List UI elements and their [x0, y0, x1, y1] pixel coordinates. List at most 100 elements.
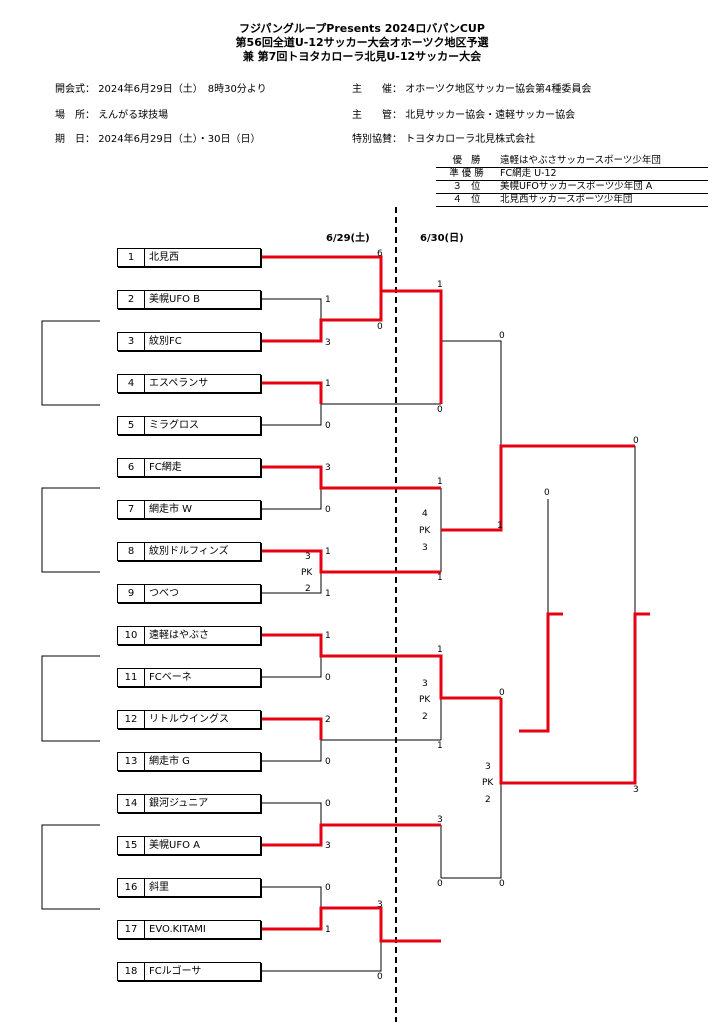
score: 0: [325, 673, 331, 683]
pairing-bracket: [41, 824, 100, 910]
score: 0: [325, 883, 331, 893]
score: 1: [437, 741, 443, 751]
winner-line: [261, 291, 383, 343]
loser-line: [261, 488, 322, 510]
score: 0: [377, 322, 383, 332]
standing-row: ４ 位北見西サッカースポーツ少年団: [436, 194, 708, 207]
standing-row: ３ 位美幌UFOサッカースポーツ少年団 A: [436, 181, 708, 194]
score: 1: [325, 295, 331, 305]
day2-date: 6/30(日): [420, 233, 464, 244]
score-pk: 3: [305, 552, 311, 562]
winner-line: [499, 612, 650, 785]
score: 3: [325, 841, 331, 851]
score: 0: [325, 757, 331, 767]
score: 0: [325, 505, 331, 515]
score: 1: [437, 573, 443, 583]
score: 3: [377, 900, 383, 910]
loser-line: [261, 572, 322, 594]
title-line-2: 第56回全道U-12サッカー大会オホーツク地区予選: [235, 36, 489, 49]
score: 1: [325, 547, 331, 557]
day1-date: 6/29(土): [326, 233, 370, 244]
score: 1: [437, 280, 443, 290]
score-labels: 1 3 1 0 3 0 1 1 3 PK 2 1 0 2 0 0 3 0 1 6…: [301, 249, 639, 982]
score: 0: [499, 879, 505, 889]
score-pk: PK: [301, 568, 313, 578]
venue-info: 場 所： えんがる球技場: [55, 110, 169, 121]
score-pk: 4: [422, 509, 428, 519]
score-pk: 3: [485, 762, 491, 772]
score: 2: [325, 715, 331, 725]
score: 0: [633, 436, 639, 446]
pairing-brackets: [41, 320, 100, 910]
score: 0: [437, 879, 443, 889]
period-info: 期 日： 2024年6月29日（土）・30日（日）: [55, 134, 261, 145]
score: 3: [437, 815, 443, 825]
loser-line: [440, 340, 502, 446]
title-line-1: フジパングループPresents 2024ロバパンCUP: [239, 22, 485, 35]
winner-line: [261, 717, 323, 740]
pairing-bracket: [41, 487, 100, 573]
score: 0: [437, 405, 443, 415]
score-pk: 2: [422, 712, 428, 722]
score: 0: [325, 799, 331, 809]
winner-line: [261, 633, 501, 700]
score: 3: [325, 463, 331, 473]
loser-line: [261, 656, 322, 678]
score-pk: 3: [422, 679, 428, 689]
score: 1: [437, 477, 443, 487]
winner-line: [519, 612, 563, 733]
winner-line: [261, 381, 323, 404]
sponsor-info: 特別協賛： トヨタカローラ北見株式会社: [352, 134, 536, 145]
pairing-bracket: [41, 655, 100, 742]
score-pk: PK: [482, 778, 494, 788]
score: 1: [325, 925, 331, 935]
score-pk: PK: [419, 526, 431, 536]
score: 3: [325, 338, 331, 348]
score-pk: 2: [305, 584, 311, 594]
score: 0: [499, 331, 505, 341]
winner-line: [441, 444, 635, 532]
score: 1: [325, 589, 331, 599]
loser-line: [261, 886, 322, 908]
loser-line: [261, 298, 322, 320]
winner-line: [261, 906, 441, 943]
loser-line: [261, 929, 382, 972]
winner-line: [261, 823, 441, 847]
score: 0: [499, 688, 505, 698]
score: 1: [325, 631, 331, 641]
score: 0: [325, 421, 331, 431]
standing-row: 優 勝遠軽はやぶさサッカースポーツ少年団: [436, 155, 708, 168]
host-info: 主 催： オホーツク地区サッカー協会第4種委員会: [352, 84, 592, 95]
title-line-3: 兼 第7回トヨタカローラ北見U-12サッカー大会: [242, 50, 482, 63]
score: 1: [497, 521, 503, 531]
score: 6: [377, 249, 383, 259]
winning-lines: [261, 255, 650, 943]
score-pk: PK: [419, 695, 431, 705]
winner-line: [261, 465, 441, 490]
score: 1: [437, 645, 443, 655]
score-pk: 3: [422, 543, 428, 553]
score: 0: [377, 972, 383, 982]
winner-line: [261, 549, 441, 574]
score: 3: [633, 785, 639, 795]
loser-line: [261, 740, 322, 762]
score: 1: [325, 379, 331, 389]
